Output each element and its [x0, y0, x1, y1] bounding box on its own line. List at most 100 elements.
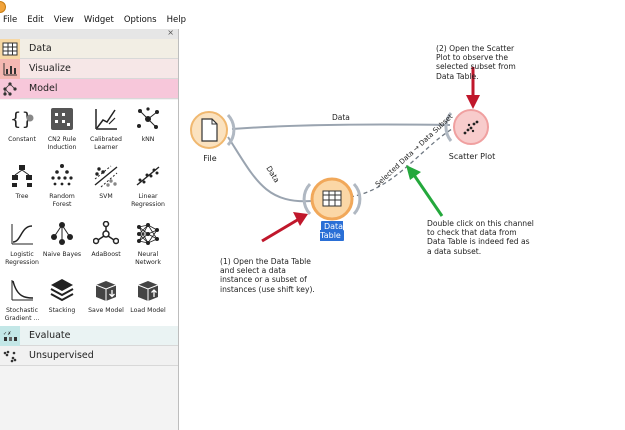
widget-label: Load Model — [130, 307, 166, 314]
canvas-links-layer: Data Data Selected Data → Data Subset — [190, 67, 489, 243]
node-data-table[interactable] — [302, 177, 362, 221]
node-file-label: File — [203, 154, 217, 163]
linear-regression-icon — [134, 162, 162, 190]
link-file-datatable[interactable] — [227, 136, 313, 203]
category-visualize[interactable]: Visualize — [0, 58, 178, 79]
widget-label: kNN — [141, 136, 155, 143]
random-forest-icon — [48, 162, 76, 190]
model-category-icon — [0, 78, 20, 99]
widget-label: CN2 Rule Induction — [47, 136, 77, 151]
widget-label: Stochastic Gradient ... — [4, 307, 40, 322]
menu-options[interactable]: Options — [123, 15, 157, 25]
widget-random-forest[interactable]: Random Forest — [40, 162, 84, 208]
menu-widget[interactable]: Widget — [83, 15, 114, 25]
annotation-note-3[interactable]: Double click on this channel to check th… — [427, 219, 534, 256]
link-file-scatter[interactable] — [231, 123, 451, 130]
model-widget-grid: {} Constant CN2 Rule Induction Calibrate… — [0, 100, 178, 356]
node-data-table-title: Data Table — [320, 221, 344, 241]
widget-stochastic-gradient[interactable]: Stochastic Gradient ... — [0, 276, 44, 322]
widget-naive-bayes[interactable]: Naive Bayes — [40, 220, 84, 259]
cn2-rule-induction-icon — [48, 105, 76, 133]
widget-neural-network[interactable]: Neural Network — [126, 220, 170, 266]
tree-icon — [8, 162, 36, 190]
category-evaluate-label: Evaluate — [29, 330, 71, 341]
constant-icon: {} — [8, 105, 36, 133]
widget-label: Neural Network — [135, 251, 161, 266]
widget-toolbox: × Data Visualize Model {} Constant — [0, 28, 179, 430]
svg-text:{}: {} — [10, 109, 33, 130]
widget-stacking[interactable]: Stacking — [40, 276, 84, 315]
green-arrow-channel-head — [406, 165, 421, 180]
load-model-icon — [134, 276, 162, 304]
data-table-icon — [322, 190, 342, 207]
widget-save-model[interactable]: Save Model — [84, 276, 128, 315]
red-arrow-table — [261, 217, 300, 243]
widget-label: Tree — [15, 193, 29, 200]
evaluate-category-icon: ✓✗ — [0, 325, 20, 346]
widget-linear-regression[interactable]: Linear Regression — [126, 162, 170, 208]
menubar: File Edit View Widget Options Help — [0, 1, 625, 28]
category-unsupervised-label: Unsupervised — [29, 350, 94, 361]
naive-bayes-icon — [48, 220, 76, 248]
category-visualize-label: Visualize — [29, 63, 71, 74]
neural-network-icon — [134, 220, 162, 248]
category-evaluate[interactable]: ✓✗ Evaluate — [0, 325, 178, 346]
menu-view[interactable]: View — [53, 15, 74, 25]
category-model[interactable]: Model — [0, 78, 178, 99]
workflow-canvas[interactable]: Data Data Selected Data → Data Subset Fi… — [180, 29, 625, 430]
widget-knn[interactable]: kNN — [126, 105, 170, 144]
stacking-icon — [48, 276, 76, 304]
widget-label: Save Model — [88, 307, 124, 314]
scatter-plot-icon — [463, 120, 479, 135]
menu-help[interactable]: Help — [166, 15, 186, 25]
node-file[interactable] — [190, 111, 236, 149]
widget-load-model[interactable]: Load Model — [126, 276, 170, 315]
link-label-file-scatter: Data — [332, 113, 350, 122]
knn-icon — [134, 105, 162, 133]
widget-tree[interactable]: Tree — [0, 162, 44, 201]
widget-calibrated-learner[interactable]: Calibrated Learner — [84, 105, 128, 151]
widget-label: Constant — [8, 136, 36, 143]
menu-file[interactable]: File — [3, 15, 18, 25]
red-arrow-table-head — [293, 212, 308, 226]
link-datatable-scatter[interactable] — [349, 128, 453, 198]
widget-label: Linear Regression — [131, 193, 165, 208]
widget-label: Calibrated Learner — [90, 136, 122, 151]
visualize-category-icon — [0, 58, 20, 79]
close-icon[interactable]: × — [167, 28, 174, 37]
toolbox-header: × — [0, 28, 178, 39]
link-label-file-table: Data — [264, 164, 281, 184]
adaboost-icon — [92, 220, 120, 248]
widget-label: AdaBoost — [91, 251, 121, 258]
widget-label: Stacking — [48, 307, 76, 314]
annotation-note-2[interactable]: (2) Open the Scatter Plot to observe the… — [436, 44, 516, 81]
svg-text:✓✗: ✓✗ — [3, 331, 11, 337]
file-icon — [201, 118, 218, 142]
red-arrow-scatter-head — [466, 95, 480, 109]
unsupervised-category-icon — [0, 346, 20, 366]
widget-label: Logistic Regression — [5, 251, 39, 266]
category-data[interactable]: Data — [0, 38, 178, 59]
widget-constant[interactable]: {} Constant — [0, 105, 44, 144]
widget-svm[interactable]: SVM — [84, 162, 128, 201]
annotation-note-1[interactable]: (1) Open the Data Table and select a dat… — [220, 257, 315, 294]
logistic-regression-icon — [8, 220, 36, 248]
svm-icon — [92, 162, 120, 190]
menu-edit[interactable]: Edit — [27, 15, 44, 25]
category-data-label: Data — [29, 43, 52, 54]
node-scatter-plot-label: Scatter Plot — [448, 152, 496, 161]
widget-logistic-regression[interactable]: Logistic Regression — [0, 220, 44, 266]
widget-label: Naive Bayes — [42, 251, 82, 258]
widget-label: Random Forest — [49, 193, 75, 208]
green-arrow-channel — [412, 174, 444, 217]
calibrated-learner-icon — [92, 105, 120, 133]
save-model-icon — [92, 276, 120, 304]
widget-adaboost[interactable]: AdaBoost — [84, 220, 128, 259]
sgd-icon — [8, 276, 36, 304]
node-data-table-label[interactable]: Data Table — [309, 221, 355, 241]
category-unsupervised[interactable]: Unsupervised — [0, 346, 178, 366]
data-category-icon — [0, 38, 20, 59]
category-model-label: Model — [29, 83, 58, 94]
node-scatter-plot[interactable] — [444, 109, 489, 145]
widget-cn2-rule-induction[interactable]: CN2 Rule Induction — [40, 105, 84, 151]
